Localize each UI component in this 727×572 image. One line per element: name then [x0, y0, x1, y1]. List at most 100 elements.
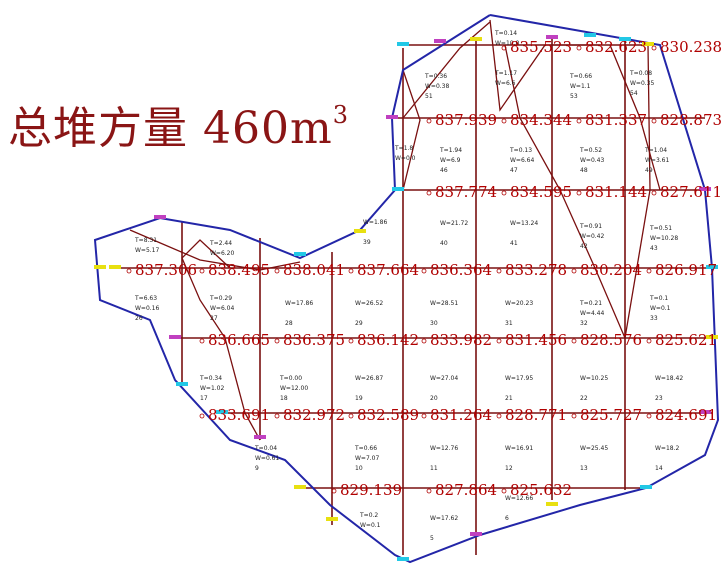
elevation-label: 827.864: [435, 481, 497, 499]
cell-label-line: 29: [355, 320, 363, 327]
survey-marker: [699, 410, 711, 414]
grid-node: [274, 338, 280, 344]
survey-marker: [154, 215, 166, 219]
cell-label-line: T=1.17: [494, 70, 517, 77]
survey-marker: [434, 39, 446, 43]
survey-marker: [470, 532, 482, 536]
cell-label-line: W=12.66: [505, 495, 533, 502]
cell-label-line: W=0.42: [580, 233, 605, 240]
cell-label-line: T=1.04: [644, 147, 667, 154]
title-superscript: 3: [332, 101, 349, 129]
cell-label-line: W=17.95: [505, 375, 533, 382]
cell-label-line: 54: [630, 90, 638, 97]
cell-label-line: W=0.35: [630, 80, 655, 87]
grid-node: [421, 268, 427, 274]
cell-label-line: T=0.08: [629, 70, 652, 77]
cell-label-line: 53: [570, 93, 578, 100]
cell-label-line: W=26.52: [355, 300, 383, 307]
cell-label: T=1.17W=6.6: [494, 70, 517, 87]
cell-label-line: W=1.86: [363, 219, 388, 226]
zero-line: [489, 19, 600, 112]
cell-label-line: 22: [580, 395, 588, 402]
cell-label-line: W=1.02: [200, 385, 225, 392]
cell-label: T=0.04W=0.619: [254, 445, 280, 472]
cell-label-line: W=4.44: [580, 310, 605, 317]
cell-label-line: 28: [285, 320, 293, 327]
cell-label-line: 31: [505, 320, 513, 327]
elevation-label: 831.264: [430, 406, 492, 424]
elevation-label: 836.665: [208, 331, 270, 349]
grid-node: [426, 488, 432, 494]
elevation-label: 831.456: [505, 331, 567, 349]
cell-label-line: 27: [210, 315, 218, 322]
grid-node: [496, 338, 502, 344]
cell-label-line: T=1.94: [439, 147, 462, 154]
elevation-label: 838.495: [208, 261, 270, 279]
zero-line: [609, 44, 661, 191]
cell-label-line: W=1.1: [570, 83, 591, 90]
cell-label-line: 48: [580, 167, 588, 174]
survey-marker: [546, 502, 558, 506]
cell-label-line: T=2.44: [209, 240, 232, 247]
elevation-label: 836.142: [357, 331, 419, 349]
cell-label-line: W=18.42: [655, 375, 683, 382]
cell-label: T=1.94W=6.946: [439, 147, 462, 174]
grid-node: [646, 413, 652, 419]
cell-label: T=0.14W=10.0: [494, 30, 520, 47]
cell-label-line: W=10.25: [580, 375, 608, 382]
grid-node: [348, 338, 354, 344]
zero-line: [129, 229, 301, 271]
cell-label-line: T=0.66: [569, 73, 592, 80]
cell-label-line: T=0.04: [254, 445, 277, 452]
cell-label-line: W=0.61: [255, 455, 280, 462]
cell-label-line: T=0.66: [354, 445, 377, 452]
grid-node: [126, 268, 132, 274]
elevation-label: 834.344: [510, 111, 572, 129]
elevation-label: 836.375: [283, 331, 345, 349]
elevation-label: 833.982: [430, 331, 492, 349]
cell-label-line: T=0.14: [494, 30, 517, 37]
survey-marker: [642, 42, 654, 46]
cell-label: T=2.44W=6.20: [209, 240, 235, 257]
cell-label-line: W=25.45: [580, 445, 608, 452]
cell-label-line: W=27.04: [430, 375, 458, 382]
elevation-label: 830.238: [660, 38, 722, 56]
cell-label-line: W=6.9: [440, 157, 461, 164]
cell-label-line: T=0.51: [649, 225, 672, 232]
cell-label-line: 21: [505, 395, 513, 402]
cell-label-line: W=0.1: [650, 305, 671, 312]
grid-node: [646, 268, 652, 274]
cell-label-line: W=0.16: [135, 305, 160, 312]
survey-marker: [176, 382, 188, 386]
grid-node: [576, 118, 582, 124]
elevation-label: 832.623: [585, 38, 647, 56]
cell-label-line: 19: [355, 395, 363, 402]
cell-label-line: W=26.87: [355, 375, 383, 382]
cell-label-line: 51: [425, 93, 433, 100]
grid-node: [576, 190, 582, 196]
cell-label-line: T=8.31: [134, 237, 157, 244]
cell-label: T=0.1W=0.133: [649, 295, 671, 322]
cell-label-line: W=20.23: [505, 300, 533, 307]
cell-label: T=1.8W=0.0: [394, 145, 416, 162]
cell-label: W=20.23 31: [505, 300, 533, 327]
grid-node: [496, 413, 502, 419]
cell-label-line: T=0.21: [579, 300, 602, 307]
cell-label-line: 6: [505, 515, 509, 522]
cell-label-line: W=21.72: [440, 220, 468, 227]
elevation-label: 828.771: [505, 406, 567, 424]
cell-label-line: 17: [200, 395, 208, 402]
zero-line: [402, 21, 491, 119]
cell-label-line: W=6.20: [210, 250, 235, 257]
